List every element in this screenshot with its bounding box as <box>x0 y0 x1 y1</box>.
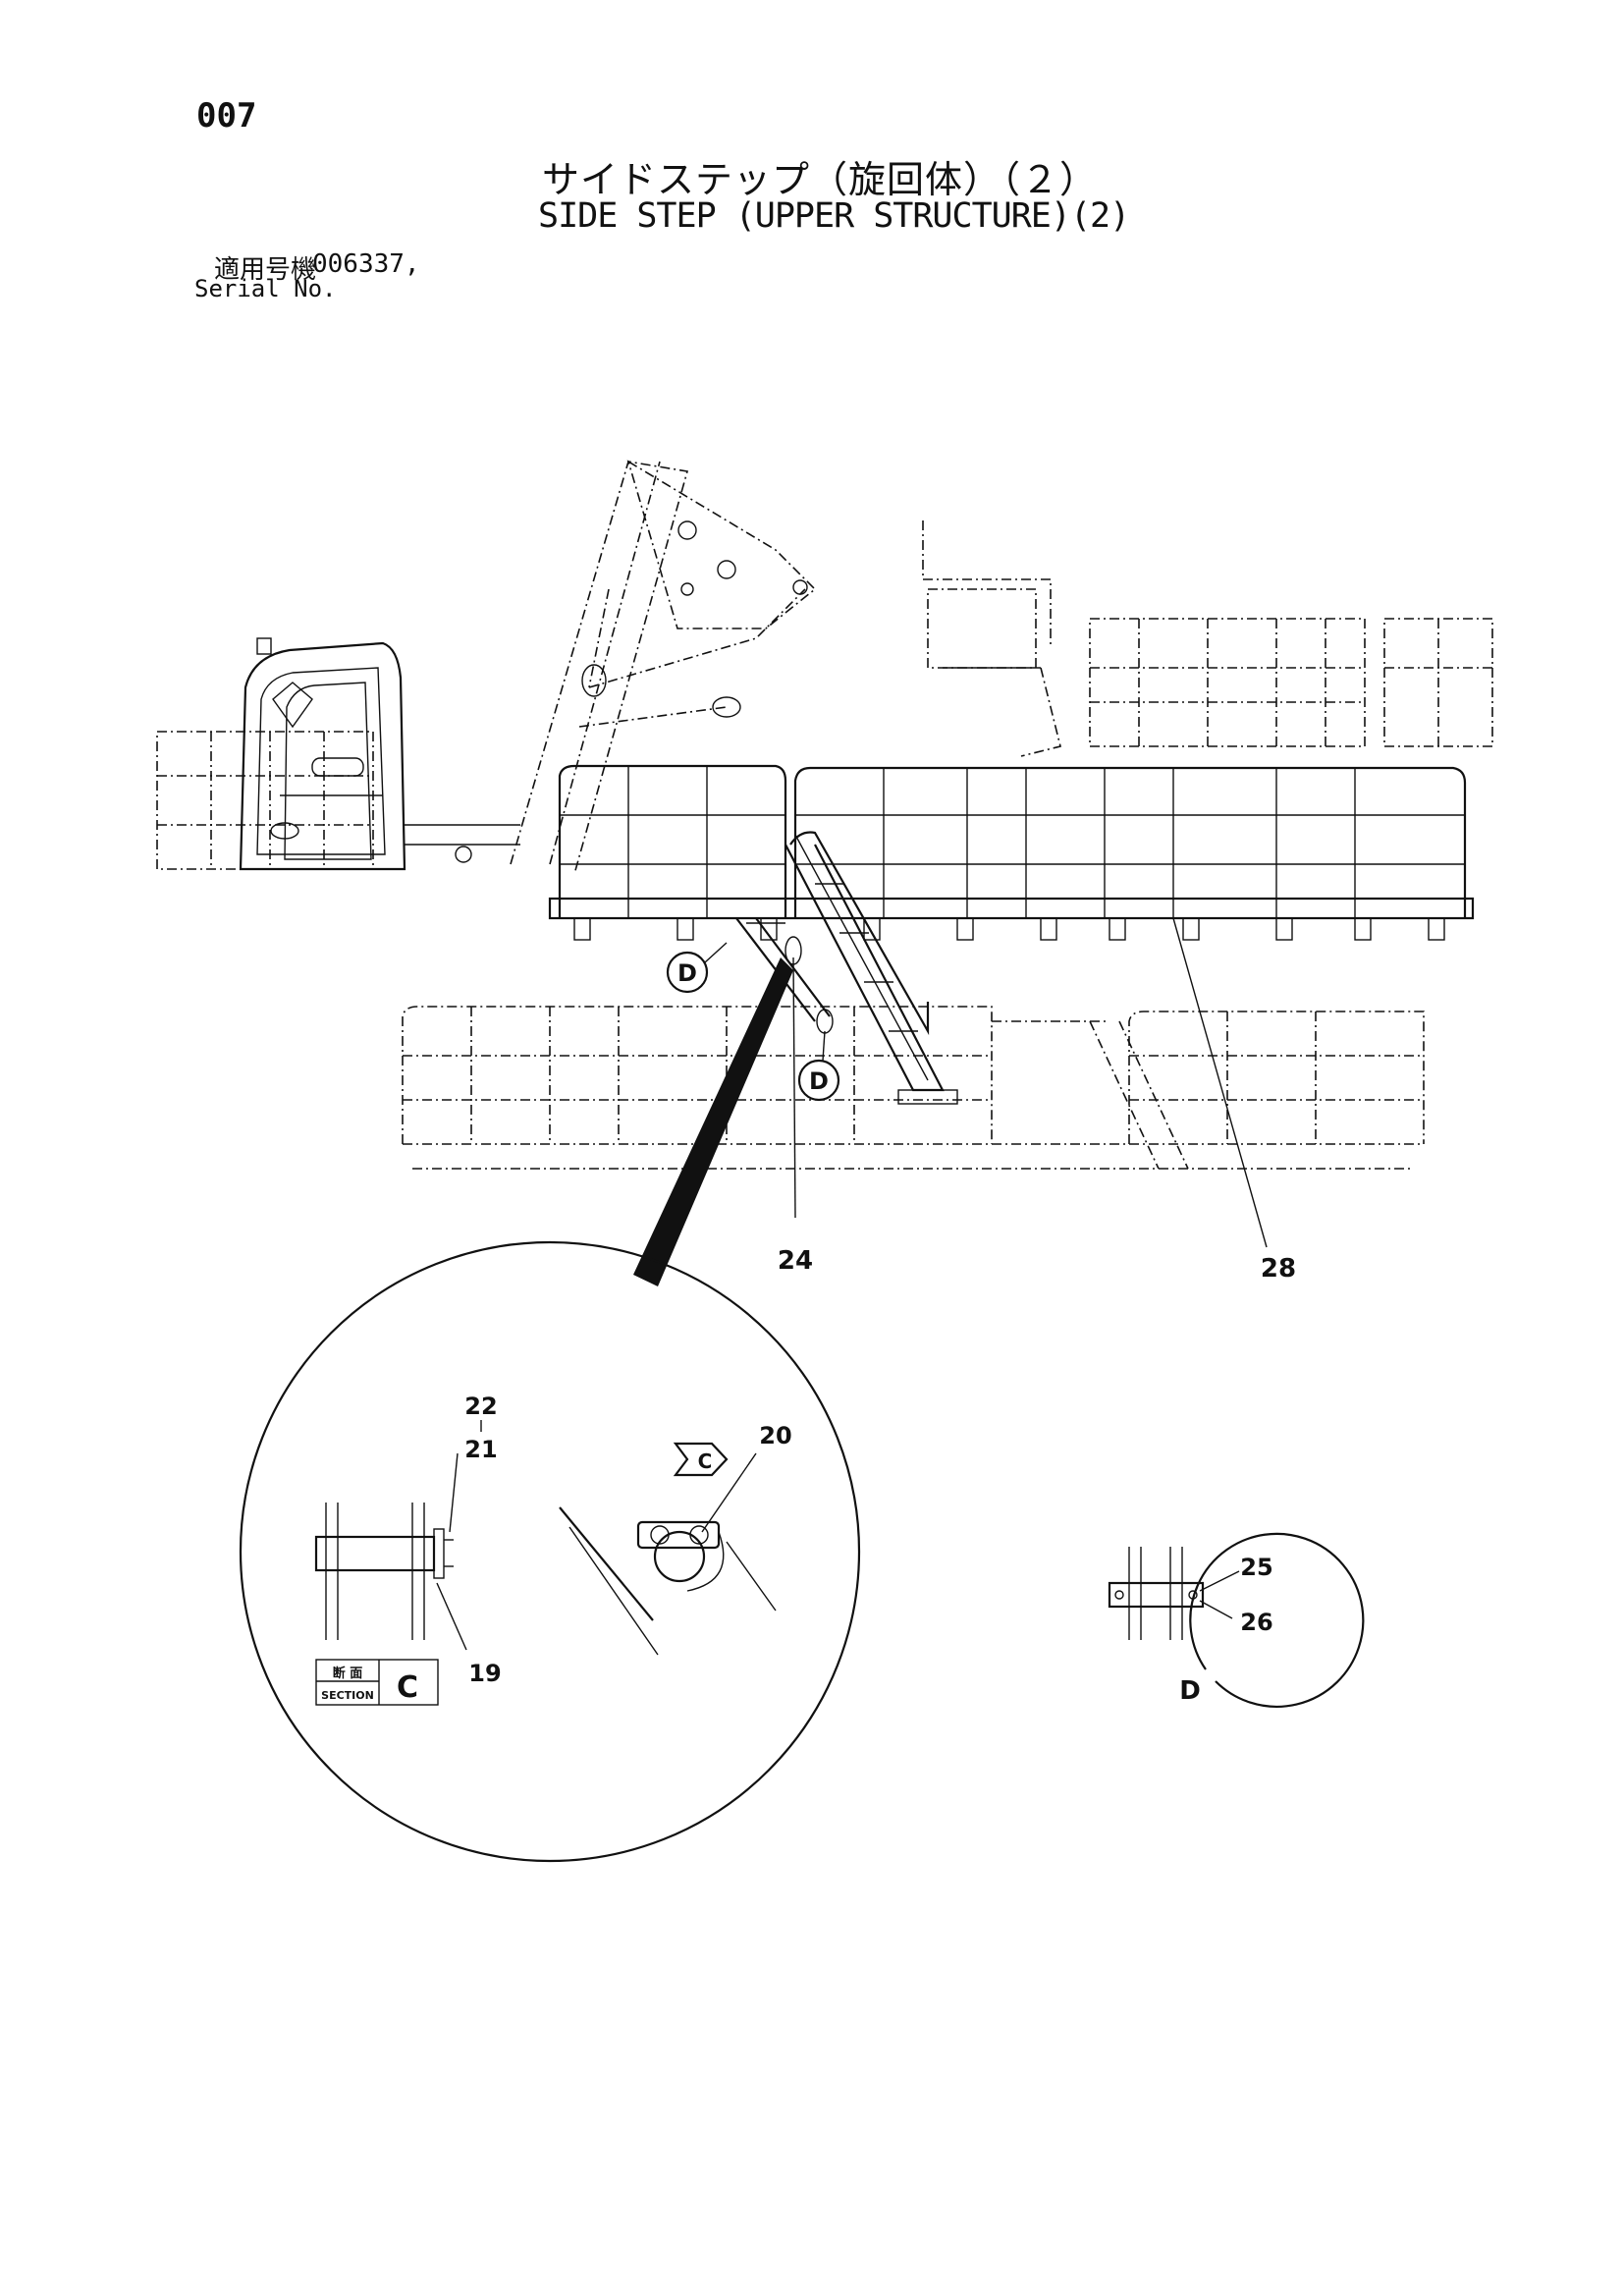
serial-number-value: 006337, <box>312 249 420 279</box>
boom <box>510 460 817 875</box>
detail-d-view: 25 26 D <box>1108 1532 1365 1708</box>
svg-text:D: D <box>809 1067 829 1095</box>
section-c-detail: 22 21 19 C 20 断 面 SECTION C <box>239 957 861 1863</box>
view-marker-d-lower: D <box>797 1030 840 1102</box>
svg-text:C: C <box>397 1670 418 1705</box>
callout-part-19: 19 <box>468 1660 501 1687</box>
main-side-step-railing <box>548 764 1475 941</box>
svg-text:C: C <box>698 1449 713 1473</box>
callout-part-25: 25 <box>1240 1554 1272 1581</box>
page-number: 007 <box>196 96 257 136</box>
callout-part-26: 26 <box>1240 1609 1272 1636</box>
cab <box>239 637 520 871</box>
callout-part-20: 20 <box>759 1422 791 1449</box>
svg-text:断 面: 断 面 <box>333 1666 363 1681</box>
access-stair <box>735 831 958 1105</box>
view-marker-d-upper: D <box>666 942 728 994</box>
serial-label-japanese: 適用号機 <box>214 255 317 285</box>
upper-structure-elevation: D D 24 28 <box>156 460 1493 1284</box>
lower-deck-railing <box>402 1006 1425 1170</box>
svg-text:D: D <box>677 959 697 987</box>
page-title-english: SIDE STEP (UPPER STRUCTURE)(2) <box>538 196 1130 236</box>
detail-d-label: D <box>1179 1676 1201 1706</box>
callout-part-22: 22 <box>464 1393 497 1420</box>
section-label-box: 断 面 SECTION C <box>315 1659 439 1706</box>
svg-text:SECTION: SECTION <box>321 1689 374 1702</box>
callout-part-28: 28 <box>1261 1254 1296 1284</box>
view-arrow-c: C <box>673 1442 729 1477</box>
callout-part-21: 21 <box>464 1436 497 1463</box>
serial-label-english: Serial No. <box>194 275 337 302</box>
engine-hood <box>922 520 1061 757</box>
page-title-japanese: サイドステップ（旋回体）（２） <box>542 158 1099 201</box>
callout-part-24: 24 <box>778 1246 813 1276</box>
upper-right-railing <box>1089 618 1493 747</box>
